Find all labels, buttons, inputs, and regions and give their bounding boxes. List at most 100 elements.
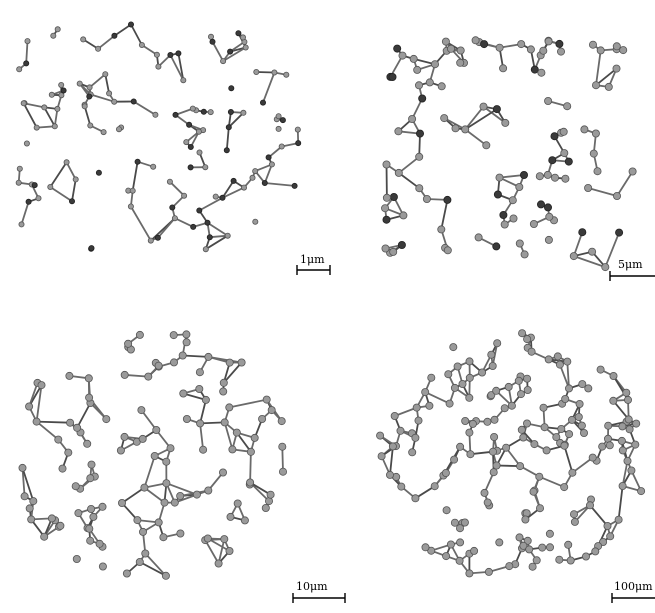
network-node <box>457 47 464 54</box>
network-node <box>184 140 189 145</box>
network-node <box>250 175 255 180</box>
network-node <box>67 419 74 426</box>
network-node <box>238 359 245 366</box>
network-node <box>518 426 525 433</box>
network-node <box>456 557 463 564</box>
network-edge <box>37 422 59 440</box>
network-node <box>117 447 124 454</box>
network-node <box>179 352 186 359</box>
network-node <box>409 449 416 456</box>
network-node <box>419 95 426 102</box>
network-node <box>410 55 417 62</box>
network-node <box>382 245 389 252</box>
network-edge <box>590 505 608 526</box>
network-node <box>153 112 158 117</box>
network-edge <box>44 107 55 126</box>
network-node <box>570 253 577 260</box>
network-node <box>604 435 611 442</box>
network-node <box>233 429 240 436</box>
network-node <box>564 358 571 365</box>
network-node <box>442 469 449 476</box>
network-edge <box>26 41 27 63</box>
network-node <box>139 528 146 535</box>
network-node <box>196 129 201 134</box>
network-node <box>586 502 593 509</box>
network-node <box>467 451 474 458</box>
network-node <box>219 469 226 476</box>
network-node <box>544 171 551 178</box>
network-node <box>101 130 106 135</box>
network-node <box>378 453 385 460</box>
network-node <box>493 243 500 250</box>
network-node <box>561 150 568 157</box>
network-node <box>451 456 458 463</box>
network-node <box>605 422 612 429</box>
network-node <box>398 241 405 248</box>
network-edge <box>539 477 564 487</box>
network-node <box>48 515 55 522</box>
network-node <box>247 448 254 455</box>
network-node <box>73 177 78 182</box>
network-node <box>544 204 551 211</box>
network-node <box>422 544 429 551</box>
network-node <box>412 495 419 502</box>
network-node <box>391 412 398 419</box>
network-node <box>399 52 406 59</box>
network-node <box>610 372 617 379</box>
network-node <box>488 351 495 358</box>
network-node <box>33 418 40 425</box>
network-node <box>520 171 527 178</box>
network-node <box>590 150 597 157</box>
network-node <box>485 568 492 575</box>
network-edge <box>158 218 175 238</box>
network-node <box>142 550 149 557</box>
network-node <box>153 426 160 433</box>
network-node <box>269 162 274 167</box>
network-node <box>556 361 563 368</box>
network-node <box>229 86 234 91</box>
network-node <box>531 441 538 448</box>
network-node <box>200 446 207 453</box>
network-node <box>565 541 572 548</box>
network-node <box>413 404 420 411</box>
network-node <box>517 391 524 398</box>
network-node <box>443 553 450 560</box>
network-node <box>131 99 136 104</box>
network-node <box>443 507 450 514</box>
network-node <box>177 492 184 499</box>
network-node <box>121 433 128 440</box>
network-node <box>592 548 599 555</box>
network-node <box>229 446 236 453</box>
network-node <box>481 489 488 496</box>
network-edge <box>619 486 623 520</box>
network-node <box>526 546 533 553</box>
network-node <box>510 215 517 222</box>
network-node <box>32 183 37 188</box>
network-edge <box>208 223 228 236</box>
network-node <box>454 363 461 370</box>
network-node <box>428 374 435 381</box>
network-node <box>279 144 284 149</box>
network-node <box>500 211 507 218</box>
network-node <box>575 413 582 420</box>
network-node <box>135 159 140 164</box>
network-node <box>521 251 528 258</box>
network-node <box>558 425 565 432</box>
network-node <box>49 92 54 97</box>
network-node <box>205 220 210 225</box>
network-node <box>176 51 181 56</box>
network-node <box>457 539 464 546</box>
network-node <box>557 48 564 55</box>
network-edge <box>265 183 295 186</box>
scale-label-100um: 100μm <box>614 580 653 593</box>
network-node <box>546 530 553 537</box>
network-node <box>112 99 117 104</box>
network-node <box>34 125 39 130</box>
network-node <box>207 235 212 240</box>
network-node <box>151 452 158 459</box>
network-node <box>632 441 639 448</box>
network-node <box>623 389 630 396</box>
network-node <box>87 475 94 482</box>
network-edge <box>144 456 154 488</box>
